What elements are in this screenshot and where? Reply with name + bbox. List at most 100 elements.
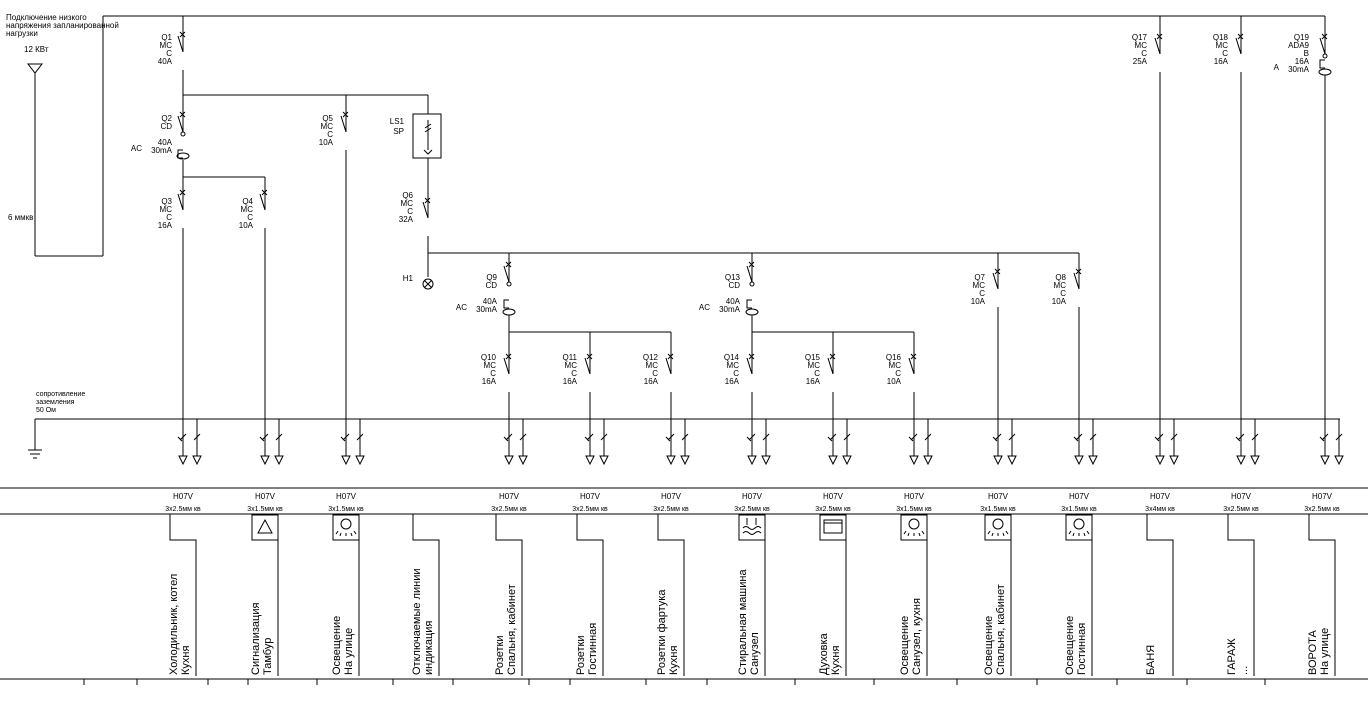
breaker-contact [177,115,184,133]
breaker-label-q10: 16A [482,377,497,386]
breaker-label-q11: MC [565,361,578,370]
terminal-mark [827,433,837,442]
breaker-label-q15: 16A [806,377,821,386]
breaker-label-q8: MC [1054,281,1067,290]
breaker-trip-mark [748,353,755,360]
circuit-label: Санузел, кухня [911,598,923,675]
ground-note: заземления [36,399,75,406]
cable-section: 3x2.5мм кв [491,506,527,513]
breaker-label-q8: 10A [1052,297,1067,306]
breaker-label-q2: 40A [158,138,173,147]
breaker-trip-mark [505,261,512,268]
cable-type: H07V [1231,492,1252,501]
rcd-class-q13: AC [699,303,710,312]
rcd-sensor [503,299,509,309]
cable-type: H07V [173,492,194,501]
breaker-label-q5: C [327,130,333,139]
cable-type: H07V [580,492,601,501]
circuit-bracket [1146,514,1174,676]
breaker-trip-mark [1237,33,1244,40]
circuit-label: Кухня [668,646,680,675]
breaker-label-q3: 16A [158,221,173,230]
terminal-arrow-icon [747,455,757,466]
breaker-label-q12: C [652,369,658,378]
terminal-mark [1251,433,1259,441]
breaker-trip-mark [667,353,674,360]
breaker-label-q19: B [1304,49,1309,58]
breaker-contact [259,193,266,211]
terminal-mark [1170,433,1178,441]
breaker-contact [340,115,347,133]
breaker-contact [746,357,753,375]
breaker-trip-mark [1075,268,1082,275]
terminal-mark [681,433,689,441]
cable-type: H07V [499,492,520,501]
cable-type: H07V [1312,492,1333,501]
circuit-label: На улице [343,628,355,675]
terminal-mark [275,433,283,441]
lamp-bulb [908,518,920,530]
circuit-label: Освещение [1064,616,1076,675]
cable-type: H07V [1150,492,1171,501]
breaker-contact [1235,37,1242,55]
rcd-contact [749,281,755,287]
lamp-rays [1068,530,1090,537]
breaker-label-q3: MC [160,205,173,214]
ls1-name: LS1 [390,117,405,126]
breaker-label-q3: Q3 [161,197,172,206]
rcd-sensor [746,299,752,309]
terminal-mark [1235,433,1245,442]
breaker-contact [1154,37,1161,55]
breaker-label-q10: Q10 [481,353,497,362]
breaker-label-q4: 10A [239,221,254,230]
terminal-arrow-icon [761,455,771,466]
breaker-contact [503,357,510,375]
lamp-frame [984,514,1012,541]
breaker-label-q18: MC [1216,41,1229,50]
terminal-arrow-icon [518,455,528,466]
breaker-label-q4: C [247,213,253,222]
rcd-toroid [1318,68,1332,76]
circuit-label: Гостинная [587,623,599,675]
terminal-arrow-icon [355,455,365,466]
wiring [0,15,1368,685]
lamp-bulb [1073,518,1085,530]
circuit-label: БАНЯ [1145,645,1157,675]
breaker-contact [584,357,591,375]
terminal-arrow-icon [1250,455,1260,466]
breaker-contact [1073,272,1080,290]
breaker-label-q14: C [733,369,739,378]
breaker-label-q4: MC [241,205,254,214]
breaker-label-q16: 10A [887,377,902,386]
breaker-label-q8: C [1060,289,1066,298]
ground-note: сопротивление [36,391,85,398]
breaker-label-q16: MC [889,361,902,370]
breaker-label-q14: Q14 [724,353,740,362]
circuit-label: Освещение [899,616,911,675]
breaker-label-q6: Q6 [402,191,413,200]
terminal-arrow-icon [1155,455,1165,466]
circuit-label: ВОРОТА [1307,629,1319,675]
breaker-label-q18: C [1222,49,1228,58]
circuit-bracket [657,514,685,676]
terminal-arrow-icon [599,455,609,466]
terminal-mark [1335,433,1343,441]
terminal-mark [746,433,756,442]
terminal-arrow-icon [923,455,933,466]
washer-icon [738,514,766,541]
breaker-label-q8: Q8 [1055,273,1066,282]
cable-section: 3x1.5мм кв [247,506,283,513]
terminal-mark [1089,433,1097,441]
breaker-trip-mark [179,31,186,38]
cable-type: H07V [742,492,763,501]
rcd-contact [1322,53,1328,59]
terminal-arrow-icon [1320,455,1330,466]
breaker-contact [422,201,429,219]
circuit-label: ГАРАЖ [1226,638,1238,675]
supply-cable: 6 ммкв [8,213,33,222]
breaker-label-q17: 25A [1133,57,1148,66]
terminal-mark [600,433,608,441]
breaker-trip-mark [1321,33,1328,40]
cable-section: 3x2.5мм кв [165,506,201,513]
circuit-label: Кухня [180,646,192,675]
